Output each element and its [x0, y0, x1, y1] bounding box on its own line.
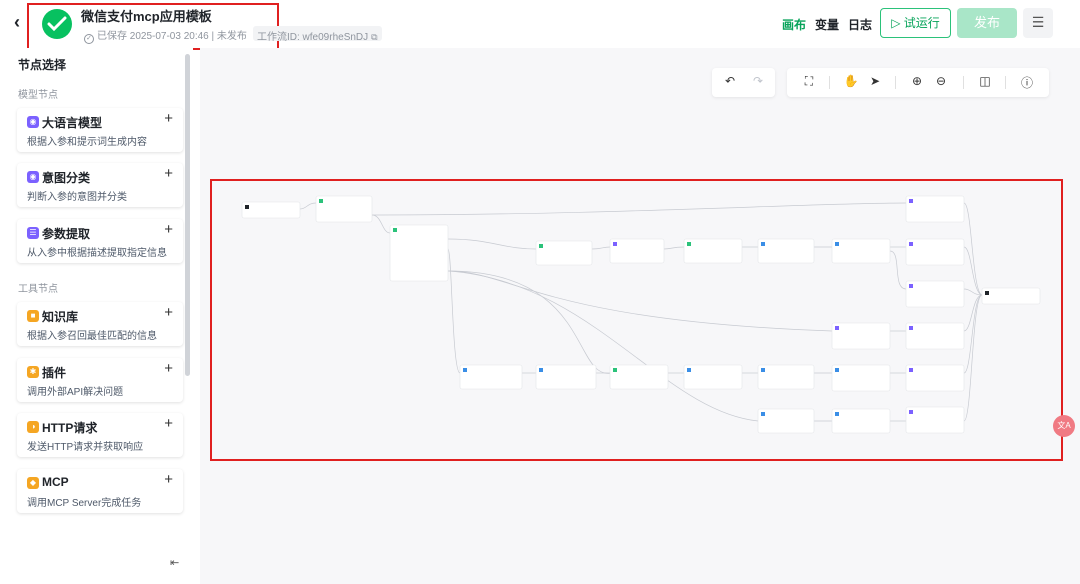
- node-card-intent[interactable]: ◉ 意图分类 + 判断入参的意图并分类: [17, 163, 183, 207]
- publish-button[interactable]: 发布: [957, 8, 1017, 38]
- zoom-in-icon[interactable]: ⊕: [911, 74, 923, 88]
- back-button[interactable]: ‹: [14, 12, 20, 33]
- layout-icon[interactable]: ◫: [979, 74, 991, 88]
- section-tool-nodes: 工具节点: [18, 284, 58, 295]
- section-model-nodes: 模型节点: [18, 90, 58, 101]
- node-card-plugin[interactable]: ✱ 插件 + 调用外部API解决问题: [17, 358, 183, 402]
- http-icon: ◑: [27, 421, 39, 433]
- workflow-highlight: [210, 179, 1063, 461]
- toolbar-divider: [829, 76, 830, 89]
- fullscreen-icon[interactable]: ⛶: [804, 74, 814, 88]
- chevron-left-icon: ‹: [14, 12, 20, 32]
- workflow-id: 工作流ID: wfe09rheSnDJ⧉: [253, 26, 382, 43]
- toolbar-divider: [1005, 76, 1006, 89]
- llm-icon: ◉: [27, 116, 39, 128]
- node-card-llm[interactable]: ◉ 大语言模型 + 根据入参和提示词生成内容: [17, 108, 183, 152]
- zoom-out-icon[interactable]: ⊖: [935, 74, 947, 88]
- add-node-button[interactable]: +: [164, 221, 173, 238]
- workflow-graph: [241, 195, 1041, 434]
- canvas-toolbar: ⛶ ✋ ➤ ⊕ ⊖ ◫ ⓘ: [787, 68, 1049, 97]
- add-node-button[interactable]: +: [164, 471, 173, 488]
- top-header: ‹ 微信支付mcp应用模板 ✎ ✓已保存 2025-07-03 20:46 | …: [0, 0, 1080, 50]
- translate-badge[interactable]: 文A: [1053, 415, 1075, 437]
- mcp-icon: ◆: [27, 477, 39, 489]
- node-card-http[interactable]: ◑ HTTP请求 + 发送HTTP请求并获取响应: [17, 413, 183, 457]
- knowledge-icon: ■: [27, 310, 39, 322]
- edit-icon[interactable]: ✎: [193, 8, 203, 20]
- add-node-button[interactable]: +: [164, 415, 173, 432]
- node-card-mcp[interactable]: ◆ MCP + 调用MCP Server完成任务: [17, 469, 183, 513]
- add-node-button[interactable]: +: [164, 110, 173, 127]
- help-icon[interactable]: ⓘ: [1020, 76, 1033, 90]
- sidebar-scrollbar[interactable]: [185, 54, 190, 376]
- hand-icon[interactable]: ✋: [843, 74, 859, 88]
- add-node-button[interactable]: +: [164, 360, 173, 377]
- undo-icon[interactable]: ↶: [724, 74, 736, 88]
- param-icon: ☰: [27, 227, 39, 239]
- node-sidebar: 节点选择 模型节点 ◉ 大语言模型 + 根据入参和提示词生成内容 ◉ 意图分类 …: [0, 48, 193, 584]
- menu-button[interactable]: ☰: [1023, 8, 1053, 38]
- wechat-logo-icon: [42, 9, 72, 39]
- test-run-button[interactable]: ▷ 试运行: [880, 8, 951, 38]
- tab-canvas[interactable]: 画布: [782, 18, 807, 32]
- sidebar-title: 节点选择: [18, 58, 67, 72]
- tab-variables[interactable]: 变量: [815, 18, 840, 32]
- check-circle-icon: ✓: [84, 34, 94, 44]
- collapse-sidebar-icon[interactable]: ⇤: [170, 557, 180, 569]
- plugin-icon: ✱: [27, 366, 39, 378]
- history-toolbar: ↶ ↷: [712, 68, 775, 97]
- intent-icon: ◉: [27, 171, 39, 183]
- node-card-param[interactable]: ☰ 参数提取 + 从入参中根据描述提取指定信息: [17, 219, 183, 263]
- add-node-button[interactable]: +: [164, 165, 173, 182]
- workflow-canvas[interactable]: [200, 48, 1080, 584]
- toolbar-divider: [963, 76, 964, 89]
- save-status: ✓已保存 2025-07-03 20:46 | 未发布: [84, 27, 247, 44]
- copy-icon[interactable]: ⧉: [371, 32, 378, 42]
- app-title: 微信支付mcp应用模板: [81, 9, 212, 24]
- add-node-button[interactable]: +: [164, 304, 173, 321]
- tab-logs[interactable]: 日志: [848, 18, 873, 32]
- toolbar-divider: [895, 76, 896, 89]
- redo-icon[interactable]: ↷: [752, 74, 764, 88]
- pointer-icon[interactable]: ➤: [869, 74, 881, 88]
- hamburger-icon: ☰: [1031, 14, 1045, 30]
- node-card-knowledge[interactable]: ■ 知识库 + 根据入参召回最佳匹配的信息: [17, 302, 183, 346]
